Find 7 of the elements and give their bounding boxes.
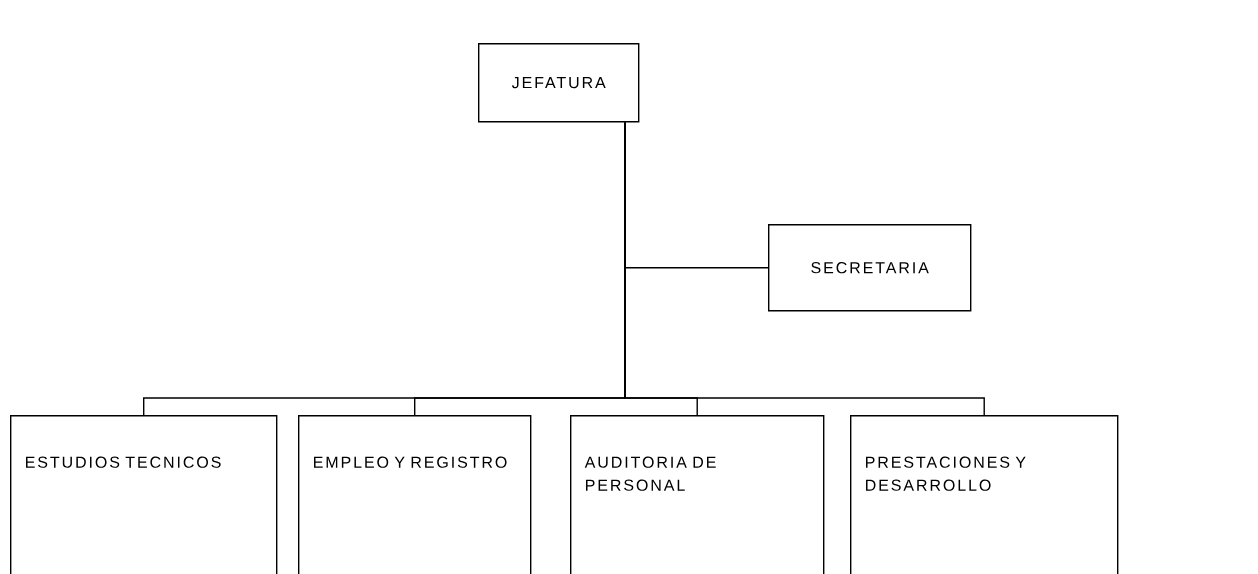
unit-box: SECRETARIA (768, 224, 972, 312)
unit-box: AUDITORIA DE PERSONAL (570, 415, 825, 574)
unit-box: PRESTACIONES Y DESARROLLO (850, 415, 1119, 574)
unit-box: JEFATURA (478, 43, 640, 123)
connector-line (624, 121, 985, 416)
unit-box: EMPLEO Y REGISTRO (298, 415, 532, 574)
unit-box: ESTUDIOS TECNICOS (10, 415, 278, 574)
